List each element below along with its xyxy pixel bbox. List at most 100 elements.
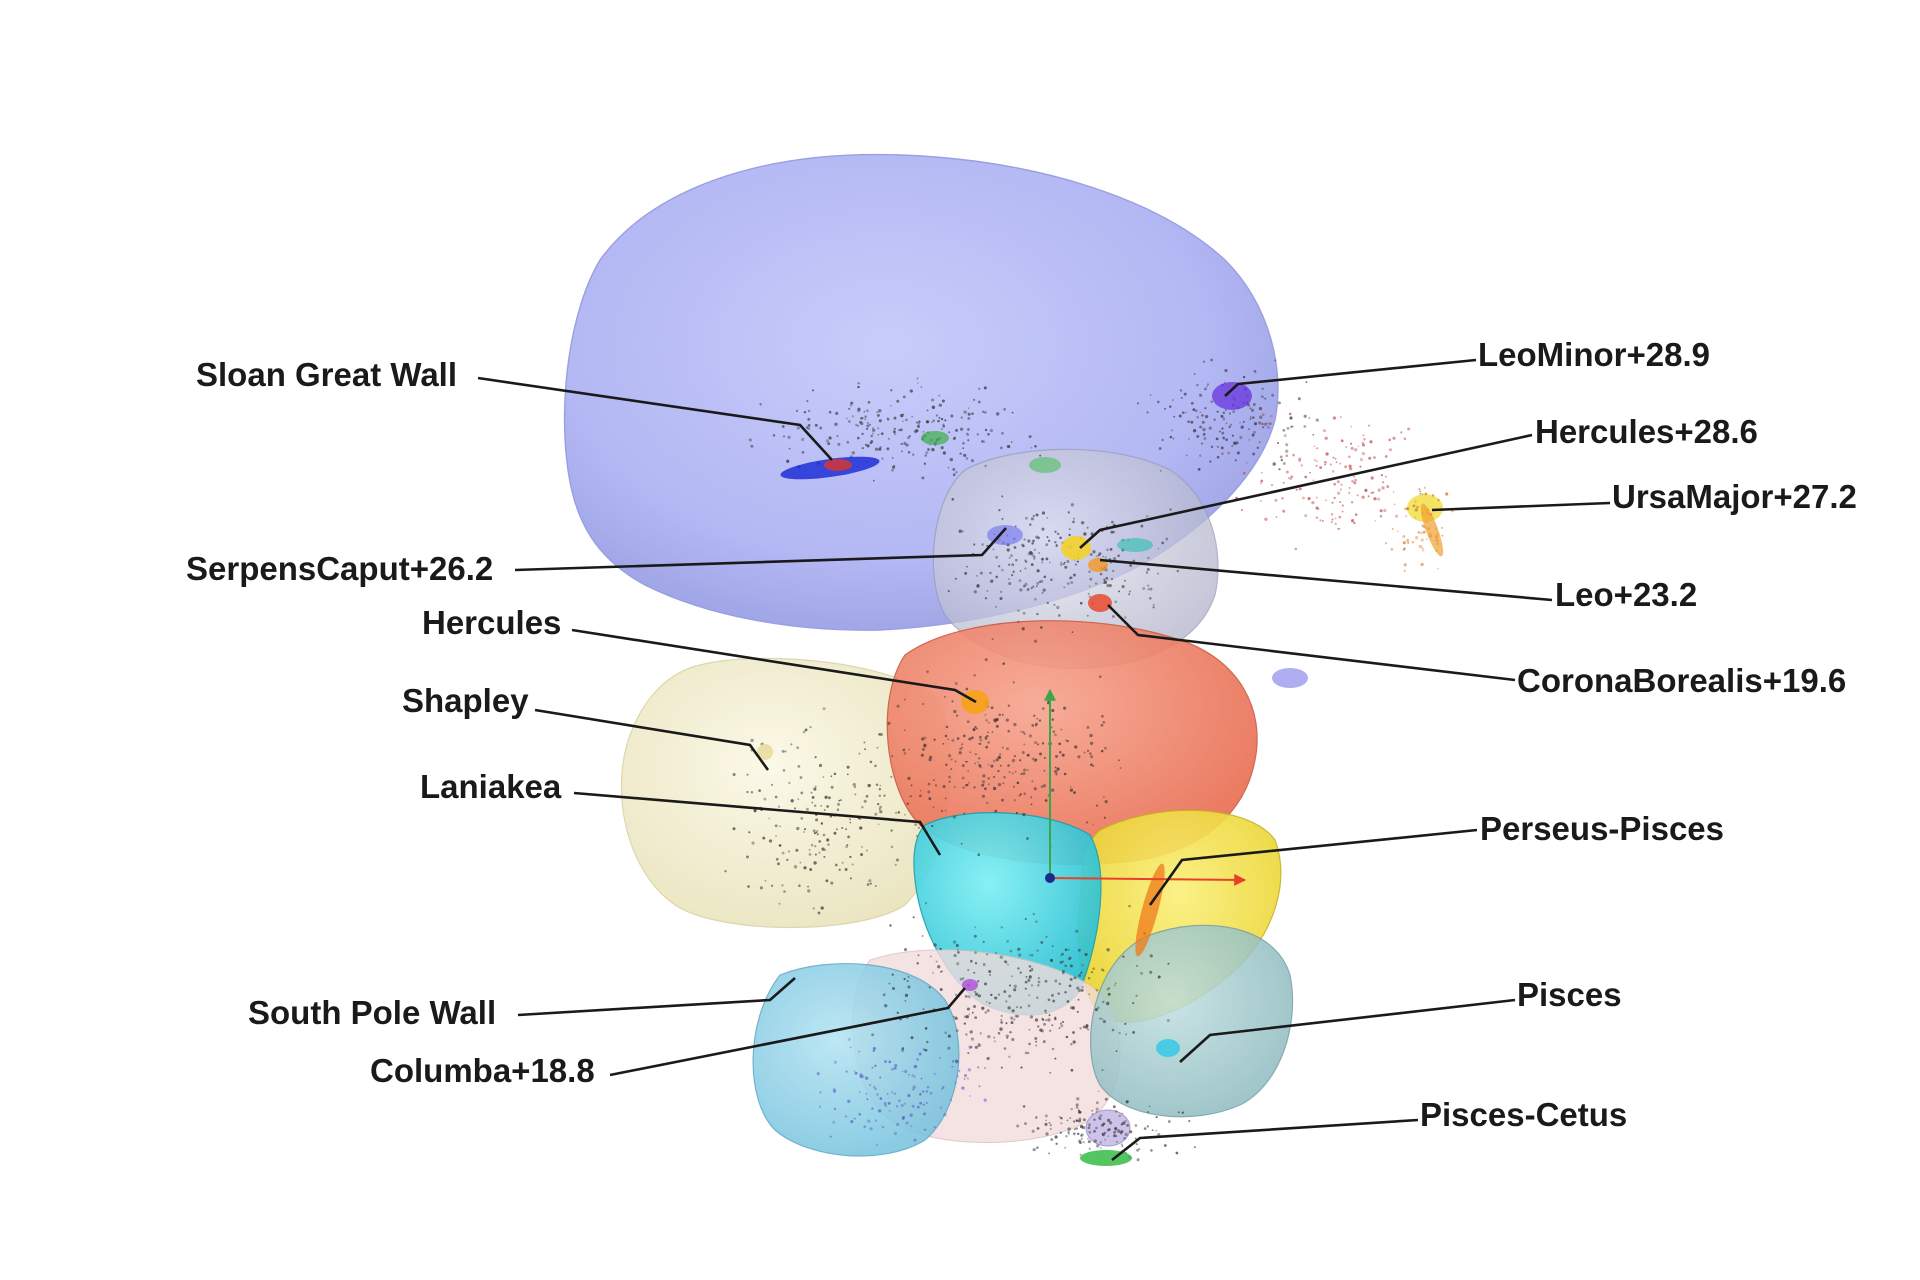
galaxy-dot <box>1368 456 1372 460</box>
galaxy-dot <box>818 1105 822 1108</box>
galaxy-dot <box>1094 1008 1098 1012</box>
galaxy-dot <box>904 1069 908 1074</box>
galaxy-dot <box>964 995 968 998</box>
galaxy-dot <box>1321 520 1324 522</box>
galaxy-dot <box>876 1093 879 1096</box>
galaxy-dot <box>923 1112 927 1116</box>
galaxy-dot <box>1095 1101 1099 1105</box>
galaxy-dot <box>1350 446 1354 450</box>
galaxy-dot <box>917 382 919 384</box>
galaxy-dot <box>1124 1022 1127 1025</box>
galaxy-dot <box>1002 662 1005 665</box>
label-ursamajor: UrsaMajor+27.2 <box>1612 478 1857 515</box>
galaxy-dot <box>997 993 1000 996</box>
galaxy-dot <box>1006 939 1009 943</box>
galaxy-dot <box>1038 719 1042 722</box>
galaxy-dot <box>809 725 812 729</box>
galaxy-dot <box>948 775 951 779</box>
galaxy-dot <box>1236 451 1240 455</box>
galaxy-dot <box>1034 724 1037 727</box>
galaxy-dot <box>1279 455 1283 459</box>
galaxy-dot <box>1101 1018 1104 1020</box>
galaxy-dot <box>1252 403 1256 406</box>
galaxy-dot <box>1228 412 1232 415</box>
leader-pisces <box>1179 998 1516 1063</box>
galaxy-dot <box>1167 1120 1171 1123</box>
galaxy-dot <box>957 951 960 954</box>
galaxy-dot <box>858 1112 862 1116</box>
galaxy-dot <box>846 440 850 444</box>
galaxy-dot <box>1025 976 1028 978</box>
galaxy-dot <box>1036 717 1039 720</box>
galaxy-dot <box>1049 1029 1052 1032</box>
galaxy-dot <box>857 407 861 411</box>
galaxy-dot <box>1104 1097 1108 1101</box>
galaxy-dot <box>1341 504 1344 507</box>
galaxy-dot <box>808 852 812 856</box>
galaxy-dot <box>992 548 995 551</box>
galaxy-dot <box>1030 586 1033 590</box>
galaxy-dot <box>1106 948 1110 952</box>
galaxy-dot <box>894 1063 898 1068</box>
galaxy-dot <box>968 737 972 741</box>
galaxy-dot <box>816 1072 820 1076</box>
galaxy-dot <box>1089 577 1093 581</box>
galaxy-dot <box>956 737 960 740</box>
galaxy-dot <box>1000 1021 1003 1024</box>
galaxy-dot <box>1157 975 1161 979</box>
galaxy-dot <box>1107 1118 1111 1123</box>
galaxy-dot <box>1216 410 1219 413</box>
galaxy-dot <box>858 1050 861 1053</box>
galaxy-dot <box>1001 495 1004 498</box>
galaxy-dot <box>777 805 781 808</box>
galaxy-dot <box>861 805 864 809</box>
galaxy-dot <box>1325 452 1329 456</box>
galaxy-dot <box>1079 971 1083 974</box>
galaxy-dot <box>1231 445 1234 447</box>
galaxy-dot <box>799 861 802 864</box>
galaxy-dot <box>1295 488 1298 491</box>
galaxy-dot <box>967 1051 970 1055</box>
galaxy-dot <box>1157 572 1159 575</box>
galaxy-dot <box>826 805 829 808</box>
galaxy-dot <box>1070 503 1075 507</box>
galaxy-dot <box>1089 752 1092 755</box>
galaxy-dot <box>1206 385 1208 388</box>
galaxy-dot <box>1067 1127 1071 1131</box>
galaxy-dot <box>848 420 851 423</box>
galaxy-dot <box>1095 988 1099 992</box>
galaxy-dot <box>1384 542 1388 545</box>
galaxy-dot <box>1029 550 1033 554</box>
galaxy-dot <box>1048 1121 1051 1124</box>
galaxy-dot <box>874 812 878 816</box>
galaxy-dot <box>1261 413 1265 417</box>
galaxy-dot <box>888 982 891 985</box>
galaxy-dot <box>1298 459 1302 463</box>
galaxy-dot <box>1034 444 1037 448</box>
galaxy-dot <box>833 1060 837 1064</box>
galaxy-dot <box>764 879 767 882</box>
galaxy-dot <box>1011 1038 1015 1041</box>
galaxy-dot <box>1094 582 1098 585</box>
galaxy-dot <box>1290 475 1294 479</box>
galaxy-dot <box>1092 550 1096 554</box>
galaxy-dot <box>1088 1131 1092 1134</box>
galaxy-dot <box>1009 1031 1012 1034</box>
galaxy-dot <box>859 826 863 830</box>
galaxy-dot <box>1029 523 1032 526</box>
galaxy-dot <box>1015 811 1018 815</box>
galaxy-dot <box>992 759 996 763</box>
galaxy-dot <box>1367 495 1370 498</box>
leader-columba <box>609 987 966 1077</box>
galaxy-dot <box>962 977 965 980</box>
galaxy-dot <box>1216 445 1220 448</box>
galaxy-dot <box>1121 1112 1124 1115</box>
galaxy-dot <box>778 844 781 847</box>
galaxy-dot <box>966 432 968 435</box>
galaxy-dot <box>835 828 838 831</box>
galaxy-dot <box>1024 559 1027 562</box>
galaxy-dot <box>1048 561 1051 564</box>
purple-cluster-right <box>1272 668 1308 688</box>
galaxy-dot <box>1060 1122 1063 1125</box>
galaxy-dot <box>1108 584 1112 588</box>
